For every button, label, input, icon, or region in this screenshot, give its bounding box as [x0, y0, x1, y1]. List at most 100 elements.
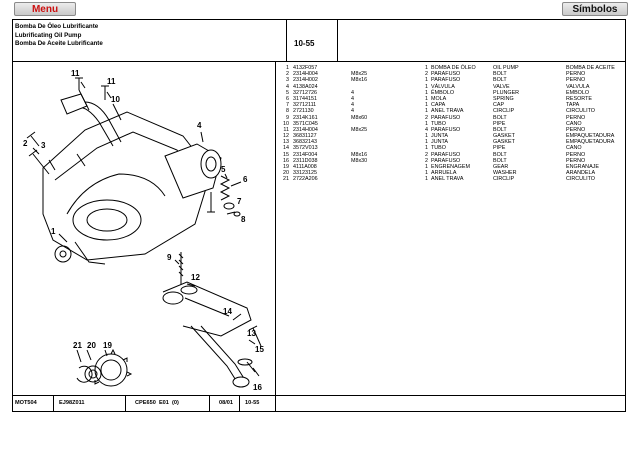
part-code: 32712111 [293, 102, 317, 109]
callout-7: 7 [237, 197, 242, 206]
callout-14: 14 [223, 307, 232, 316]
part-code: 2314K161 [293, 114, 318, 121]
part-es: VÁLVULA [431, 83, 455, 90]
part-en: GEAR [493, 164, 509, 170]
part-en: GASKET [493, 139, 515, 146]
part-no: 12 [283, 133, 289, 140]
callout-8: 8 [241, 215, 246, 224]
part-qty: 4 [425, 126, 428, 133]
callout-16: 16 [253, 383, 262, 392]
part-en: PLUNGER [493, 89, 520, 96]
part-es: JUNTA [431, 133, 448, 140]
part-no: 20 [283, 170, 289, 177]
part-en: BOLT [493, 77, 507, 84]
callout-9: 9 [167, 253, 172, 262]
sheet-header: Bomba De Óleo Lubrificante Lubrificating… [13, 20, 625, 62]
sheet-footer: MOT504 EJ98Z011 CPE650 E01 (0) 08/01 10-… [13, 395, 625, 412]
part-en: BOLT [493, 71, 507, 78]
part-es2: CANO [566, 120, 582, 127]
part-code: 4111A008 [293, 164, 317, 170]
top-navigation-bar: Menu Símbolos [0, 0, 638, 19]
part-es: PARAFUSO [431, 126, 461, 133]
part-code: 3572V013 [293, 145, 318, 152]
part-code: 2314H004 [293, 71, 318, 78]
title-english: Lubrificating Oil Pump [15, 31, 82, 39]
footer-date: 08/01 [219, 400, 233, 406]
part-en: PIPE [493, 145, 506, 152]
part-code: 31744151 [293, 95, 317, 102]
part-code: 4132F057 [293, 65, 318, 71]
callout-15: 15 [255, 345, 264, 354]
part-code: 36832143 [293, 139, 317, 146]
part-en: CIRCLIP [493, 176, 515, 183]
part-en: PIPE [493, 120, 506, 127]
menu-button[interactable]: Menu [14, 2, 76, 16]
part-en: SPRING [493, 95, 514, 102]
part-qty: 1 [425, 170, 428, 177]
part-code: 3571C045 [293, 120, 318, 127]
part-en: BOLT [493, 157, 507, 164]
part-qty: 1 [425, 139, 428, 146]
part-no: 3 [286, 77, 289, 84]
part-es: PARAFUSO [431, 71, 461, 78]
part-qty: 1 [425, 120, 428, 127]
footer-doc: MOT504 [15, 400, 37, 406]
header-divider [286, 20, 287, 62]
part-no: 16 [283, 157, 289, 164]
part-qty: 1 [425, 108, 428, 115]
part-no: 9 [286, 114, 289, 121]
callout-11: 11 [71, 69, 80, 78]
part-size: M8x60 [351, 114, 368, 121]
callout-21: 21 [73, 341, 82, 350]
part-no: 6 [286, 95, 289, 102]
part-es2: PERNO [566, 151, 586, 158]
part-es2: RESORTE [566, 95, 592, 102]
part-code: 33123125 [293, 170, 317, 177]
part-es2: BOMBA DE ACEITE [566, 65, 615, 71]
part-es: ARRUELA [431, 170, 457, 177]
exploded-parts-diagram: 11 11 3 2 1 10 4 5 6 7 8 9 12 14 13 15 1… [23, 69, 264, 392]
part-no: 7 [286, 102, 289, 109]
part-code: 2721130 [293, 108, 314, 115]
part-es2: ENGRANAJE [566, 164, 599, 170]
part-es: TUBO [431, 145, 446, 152]
part-no: 2 [286, 71, 289, 78]
part-qty: 1 [425, 176, 428, 183]
part-es2: PERNO [566, 126, 586, 133]
part-no: 8 [286, 108, 289, 115]
callout-6: 6 [243, 175, 248, 184]
part-qty: 1 [425, 133, 428, 140]
part-code: 2314H004 [293, 126, 318, 133]
part-es2: CIRCULITO [566, 176, 595, 183]
part-size: 4 [351, 95, 354, 102]
part-es2: PERNO [566, 77, 586, 84]
callout-10: 10 [111, 95, 120, 104]
part-es2: EMBOLO [566, 89, 590, 96]
part-qty: 1 [425, 102, 428, 109]
part-size: 4 [351, 89, 354, 96]
part-qty: 2 [425, 151, 428, 158]
callout-1: 1 [51, 227, 56, 236]
footer-divider [239, 396, 240, 412]
part-qty: 2 [425, 157, 428, 164]
footer-divider [53, 396, 54, 412]
part-en: BOLT [493, 126, 507, 133]
part-size: M8x25 [351, 71, 368, 78]
part-es: TUBO [431, 120, 446, 127]
part-es: ANEL TRAVA [431, 108, 464, 115]
simbolos-button[interactable]: Símbolos [562, 2, 628, 16]
footer-divider [125, 396, 126, 412]
part-en: CIRCLIP [493, 108, 515, 115]
part-size: 4 [351, 102, 354, 109]
part-es2: EMPAQUETADURA [566, 139, 615, 146]
